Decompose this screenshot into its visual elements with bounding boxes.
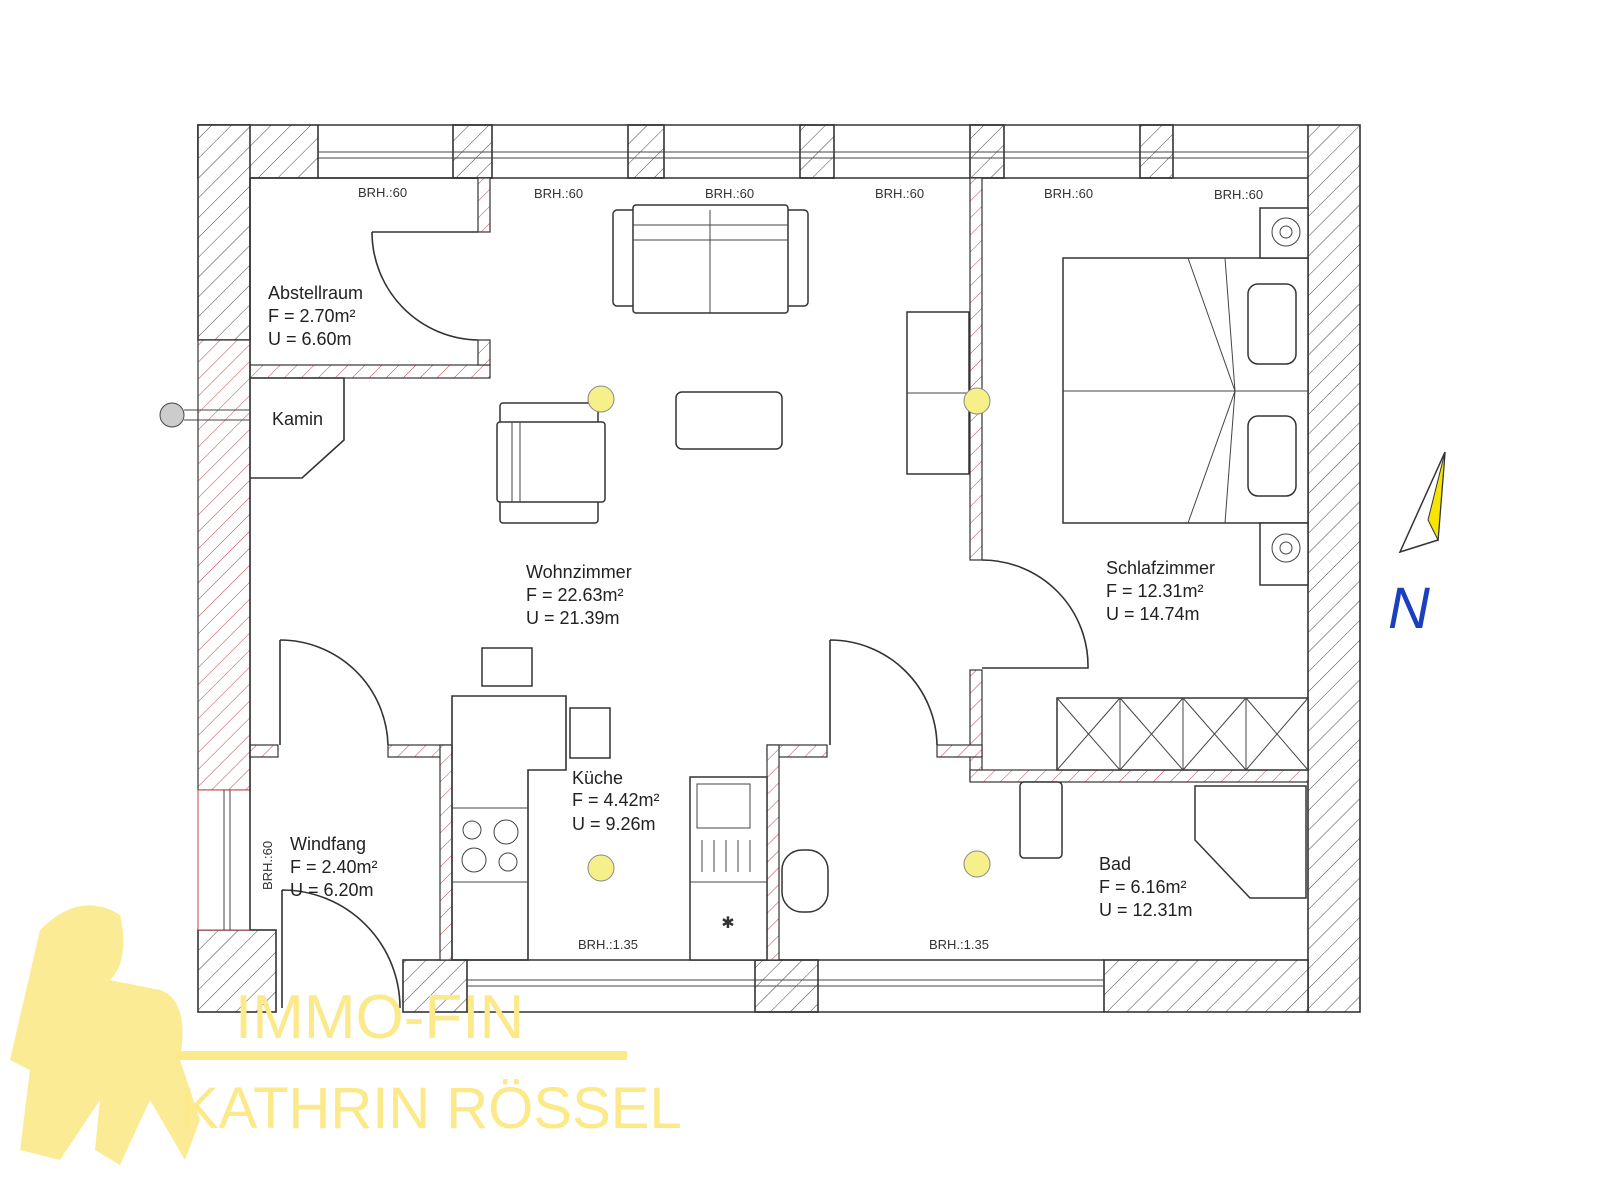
sill-label: BRH.:1.35 — [929, 937, 989, 952]
svg-text:Schlafzimmer: Schlafzimmer — [1106, 558, 1215, 578]
horse-icon — [10, 905, 200, 1165]
svg-text:U = 12.31m: U = 12.31m — [1099, 900, 1193, 920]
doors — [279, 231, 1089, 1009]
svg-text:U = 6.60m: U = 6.60m — [268, 329, 352, 349]
sill-label: BRH.:60 — [260, 841, 275, 890]
sill-height-labels: BRH.:60 BRH.:60 BRH.:60 BRH.:60 BRH.:60 … — [260, 185, 1263, 952]
svg-text:Windfang: Windfang — [290, 834, 366, 854]
ceiling-lights — [587, 385, 991, 882]
svg-text:Wohnzimmer: Wohnzimmer — [526, 562, 632, 582]
windows — [197, 151, 1308, 987]
room-windfang: Windfang F = 2.40m² U = 6.20m — [290, 834, 378, 900]
svg-text:U = 14.74m: U = 14.74m — [1106, 604, 1200, 624]
svg-text:F = 2.70m²: F = 2.70m² — [268, 306, 356, 326]
fireplace — [159, 377, 345, 479]
sill-label: BRH.:60 — [534, 186, 583, 201]
furniture: ✱ — [451, 204, 1309, 961]
sill-label: BRH.:60 — [358, 185, 407, 200]
svg-text:F = 2.40m²: F = 2.40m² — [290, 857, 378, 877]
interior-walls — [249, 177, 1309, 961]
company-logo: IMMO-FIN KATHRIN RÖSSEL — [10, 905, 682, 1165]
svg-text:F = 12.31m²: F = 12.31m² — [1106, 581, 1204, 601]
svg-text:Küche: Küche — [572, 768, 623, 788]
svg-text:IMMO-FIN: IMMO-FIN — [235, 983, 524, 1052]
north-arrow: N — [1388, 451, 1446, 641]
north-label: N — [1388, 576, 1430, 641]
sill-label: BRH.:60 — [875, 186, 924, 201]
svg-text:U = 21.39m: U = 21.39m — [526, 608, 620, 628]
svg-text:KATHRIN RÖSSEL: KATHRIN RÖSSEL — [180, 1076, 682, 1141]
room-schlafzimmer: Schlafzimmer F = 12.31m² U = 14.74m — [1106, 558, 1215, 624]
svg-text:Bad: Bad — [1099, 854, 1131, 874]
room-abstellraum: Abstellraum F = 2.70m² U = 6.60m — [268, 283, 363, 349]
sill-label: BRH.:60 — [1214, 187, 1263, 202]
room-kamin: Kamin — [272, 409, 323, 429]
svg-text:F = 6.16m²: F = 6.16m² — [1099, 877, 1187, 897]
sill-label: BRH.:1.35 — [578, 937, 638, 952]
svg-text:U = 6.20m: U = 6.20m — [290, 880, 374, 900]
sill-label: BRH.:60 — [1044, 186, 1093, 201]
sill-label: BRH.:60 — [705, 186, 754, 201]
room-kueche: Küche F = 4.42m² U = 9.26m — [572, 768, 660, 834]
svg-text:Abstellraum: Abstellraum — [268, 283, 363, 303]
room-bad: Bad F = 6.16m² U = 12.31m — [1099, 854, 1193, 920]
svg-text:U = 9.26m: U = 9.26m — [572, 814, 656, 834]
svg-text:✱: ✱ — [721, 915, 734, 932]
room-wohnzimmer: Wohnzimmer F = 22.63m² U = 21.39m — [526, 562, 632, 628]
svg-text:Kamin: Kamin — [272, 409, 323, 429]
svg-text:F = 4.42m²: F = 4.42m² — [572, 790, 660, 810]
svg-text:F = 22.63m²: F = 22.63m² — [526, 585, 624, 605]
